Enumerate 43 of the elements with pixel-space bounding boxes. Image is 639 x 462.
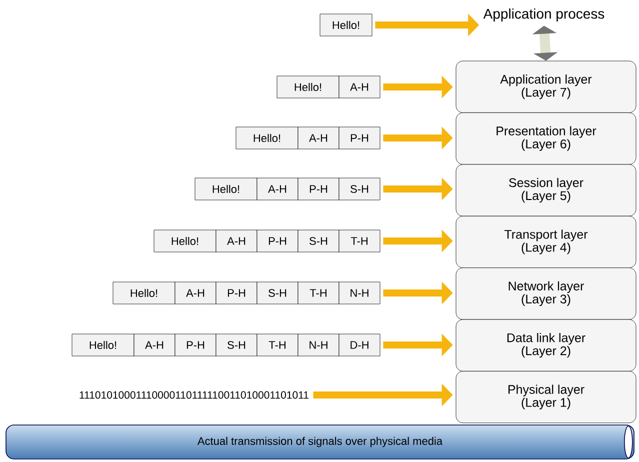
packet-cell: P-H	[216, 282, 258, 304]
packet-cell: Hello!	[72, 334, 134, 356]
packet-cell: Hello!	[112, 282, 176, 304]
packet-cell: Hello!	[194, 178, 258, 200]
node-label: (Layer 6)	[522, 139, 570, 151]
bit-string: 11101010001110000110111110011010001101011	[80, 391, 308, 399]
packet-cell: S-H	[338, 178, 380, 200]
packet-cell: A-H	[134, 334, 176, 356]
packet-cell: D-H	[338, 334, 380, 356]
packet-cell: T-H	[338, 230, 380, 252]
packet-cell: S-H	[256, 282, 298, 304]
layer-box: Data link layer (Layer 2)	[456, 319, 636, 372]
packet-cell: P-H	[338, 126, 380, 150]
packet-cell: Hello!	[154, 230, 216, 252]
packet-cell: A-H	[216, 230, 258, 252]
layer-box: Application layer (Layer 7)	[456, 60, 636, 113]
packet-cell: S-H	[298, 230, 340, 252]
layer-box: Transport layer (Layer 4)	[456, 216, 636, 268]
packet-cell: N-H	[338, 282, 380, 304]
packet-cell: A-H	[338, 76, 380, 98]
packet-cell: N-H	[298, 334, 340, 356]
packet-cell: A-H	[298, 126, 340, 150]
layer-box: Physical layer (Layer 1)	[456, 371, 636, 424]
layer-box: Presentation layer (Layer 6)	[456, 112, 636, 165]
transmission-pipe: Actual transmission of signals over physical media	[6, 424, 634, 460]
process-label: Application process	[483, 8, 604, 22]
packet-cell: P-H	[256, 230, 298, 252]
node-label: Presentation layer	[496, 126, 596, 138]
packet-cell: T-H	[298, 282, 340, 304]
packet-cell: P-H	[174, 334, 216, 356]
packet-cell: A-H	[174, 282, 216, 304]
packet-cell: Hello!	[236, 126, 298, 150]
node-label: Transport layer	[504, 230, 588, 242]
packet-cell: A-H	[256, 178, 298, 200]
layer-box: Session layer (Layer 5)	[456, 164, 636, 216]
layer-box: Network layer (Layer 3)	[456, 268, 636, 320]
packet-cell: P-H	[298, 178, 340, 200]
node-label: (Layer 4)	[522, 242, 570, 254]
packet-cell: Hello!	[320, 14, 372, 36]
packet-cell: Hello!	[276, 76, 340, 98]
arrow	[532, 26, 558, 61]
packet-cell: T-H	[256, 334, 298, 356]
packet-cell: S-H	[216, 334, 258, 356]
